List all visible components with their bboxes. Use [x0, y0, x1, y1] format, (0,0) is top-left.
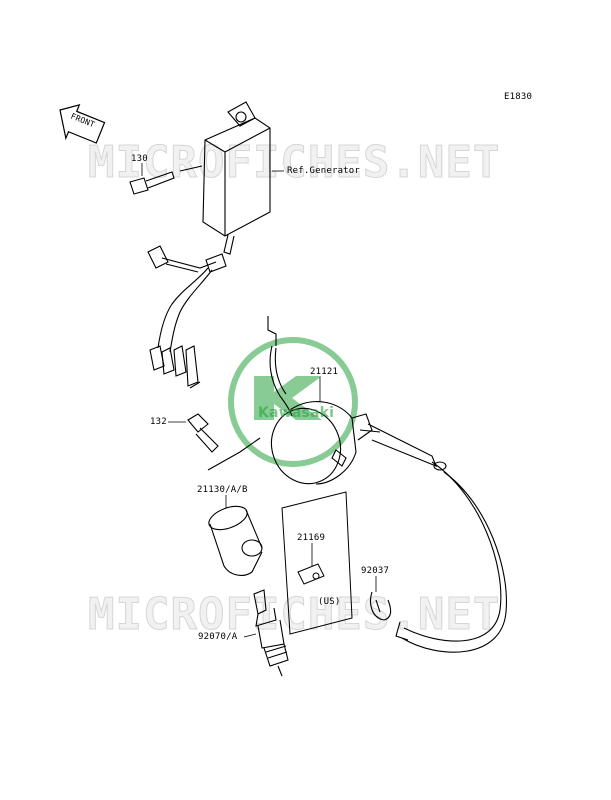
- spark-plug-drawing: [253, 589, 289, 677]
- clip-92037-drawing: [369, 591, 392, 621]
- bolt-132-drawing: [187, 413, 219, 453]
- us-label: (US): [318, 597, 341, 607]
- part-92037-label[interactable]: 92037: [361, 566, 390, 576]
- plug-lead-drawing: [395, 461, 508, 653]
- part-132-label[interactable]: 132: [150, 417, 167, 427]
- watermark-bottom: MICROFICHES.NET: [87, 589, 501, 640]
- part-21121-label[interactable]: 21121: [310, 367, 339, 377]
- part-92070-label[interactable]: 92070/A: [198, 632, 238, 642]
- kawasaki-logo-text: Kawasaki: [258, 405, 335, 421]
- diagram-code: E1830: [504, 92, 533, 102]
- front-arrow-icon: [59, 103, 106, 144]
- ignition-coil-drawing: [207, 316, 437, 485]
- part-130-label[interactable]: 130: [131, 154, 148, 164]
- ref-generator-drawing: [202, 101, 271, 255]
- part-21169-label[interactable]: 21169: [297, 533, 326, 543]
- leader-lines: [141, 163, 377, 638]
- bolt-130-drawing: [129, 165, 203, 195]
- ref-generator-label[interactable]: Ref.Generator: [287, 166, 361, 176]
- wire-harness-drawing: [147, 245, 227, 389]
- plug-cap-drawing: [208, 505, 263, 576]
- part-21130-label[interactable]: 21130/A/B: [197, 485, 248, 495]
- kawasaki-logo: [228, 337, 358, 467]
- clamp-box-drawing: [281, 491, 353, 635]
